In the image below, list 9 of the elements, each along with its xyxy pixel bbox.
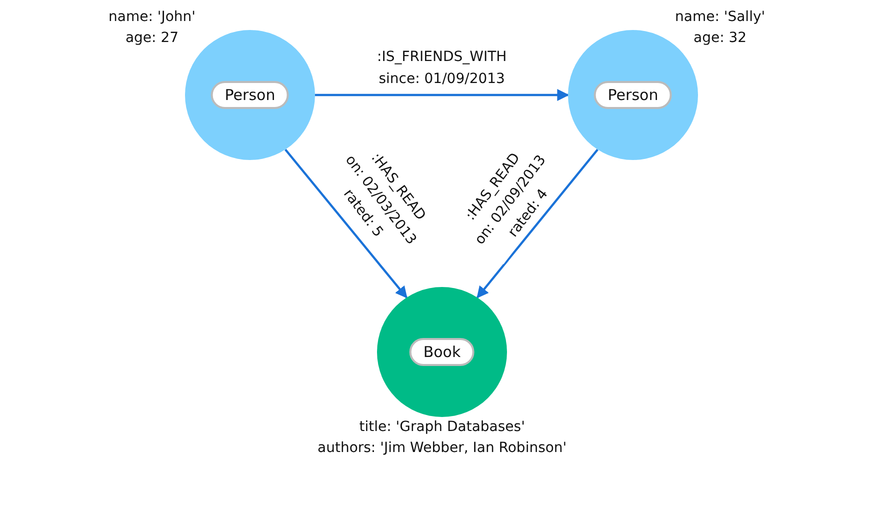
label-pill: Person: [594, 81, 672, 109]
arrow: [315, 89, 570, 101]
arrow: [284, 148, 408, 298]
property-text: name: 'Sally' age: 32: [675, 8, 766, 48]
label-pill: Person: [210, 81, 290, 109]
label-pill: Book: [409, 338, 475, 366]
property-text: title: 'Graph Databases' authors: 'Jim Webber, Ian Robinson': [318, 418, 567, 458]
property-text: name: 'John' age: 27: [108, 8, 196, 48]
arrow: [476, 148, 598, 298]
